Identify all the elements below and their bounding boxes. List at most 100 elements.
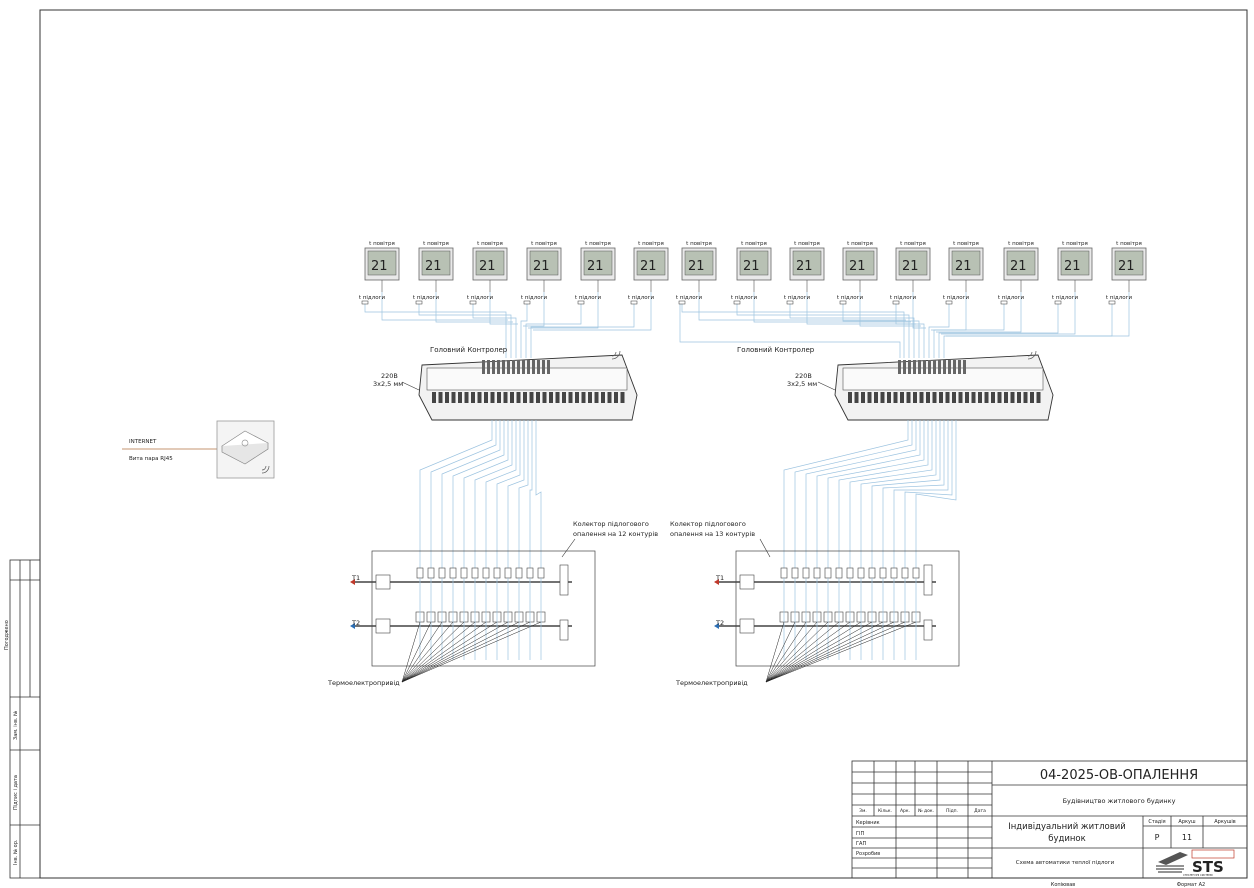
col-header-change: Зм. bbox=[859, 808, 867, 814]
controller-terminal-1-9 bbox=[490, 392, 495, 403]
gateway-device bbox=[216, 420, 275, 479]
floor-sensor-5 bbox=[577, 300, 585, 305]
actuator-leader-2-12 bbox=[765, 621, 906, 683]
floor-sensor-label-3: t підлоги bbox=[467, 295, 494, 301]
thermostat-screen-7 bbox=[684, 250, 714, 276]
manifold-wire-2-7 bbox=[849, 420, 933, 568]
controller-terminal-1-24 bbox=[588, 392, 592, 403]
manifold-wire-2-13 bbox=[915, 420, 957, 568]
controller-relay-2-3 bbox=[913, 360, 916, 374]
thermostat-screen-9 bbox=[792, 250, 822, 276]
valve-1-12 bbox=[537, 567, 545, 579]
actuator-1-label: Термоелектропривід bbox=[327, 679, 400, 687]
role-gip: ГІП bbox=[856, 831, 865, 837]
thermostat-display-2: 21 bbox=[425, 259, 442, 274]
controller-terminal-1-20 bbox=[562, 392, 566, 403]
stage-value: Р bbox=[1155, 833, 1160, 842]
actuator-leader-2-9 bbox=[765, 621, 873, 683]
manifold-wire-1-6 bbox=[474, 420, 513, 568]
manifold-wire-2-1 bbox=[783, 420, 909, 568]
actuator-leader-1-7 bbox=[401, 621, 487, 683]
valve-2-3 bbox=[802, 567, 810, 579]
controller-terminal-1-3 bbox=[451, 392, 456, 403]
controller-relay-1-4 bbox=[502, 360, 505, 374]
air-wire-11 bbox=[912, 292, 926, 329]
controller-terminal-1-13 bbox=[516, 392, 521, 403]
floor-sensor-8 bbox=[733, 300, 741, 305]
controller-relay-1-10 bbox=[532, 360, 535, 374]
manifold-wire-1-7 bbox=[485, 420, 517, 568]
sensor-wire-14 bbox=[938, 304, 1059, 358]
controller-power-leader-2 bbox=[817, 381, 836, 391]
manifold-wire-1-2 bbox=[430, 420, 497, 568]
controller-terminal-2-28 bbox=[1030, 392, 1034, 403]
valve-1-6 bbox=[471, 567, 479, 579]
inv-orig-label: Інв. № ор. bbox=[13, 839, 19, 865]
thermostat-display-8: 21 bbox=[743, 259, 760, 274]
sensor-wire-11 bbox=[895, 304, 925, 358]
thermostat-display-11: 21 bbox=[902, 259, 919, 274]
thermostat-screen-2 bbox=[421, 250, 451, 276]
controller-terminal-1-11 bbox=[503, 392, 508, 403]
floor-sensor-label-1: t підлоги bbox=[359, 295, 386, 301]
controller-relay-1-13 bbox=[547, 360, 550, 374]
air-sensor-label-11: t повітря bbox=[900, 241, 926, 247]
actuator-leader-1-4 bbox=[401, 621, 454, 683]
controller-relay-1-3 bbox=[497, 360, 500, 374]
air-wire-5 bbox=[528, 292, 599, 329]
valve-2-6 bbox=[835, 567, 843, 579]
floor-sensor-label-15: t підлоги bbox=[1106, 295, 1133, 301]
controller-terminal-2-7 bbox=[893, 392, 898, 403]
thermostat-screen-3 bbox=[475, 250, 505, 276]
floor-sensor-label-10: t підлоги bbox=[837, 295, 864, 301]
controller-terminal-1-16 bbox=[536, 392, 540, 403]
valve-2-5 bbox=[824, 567, 832, 579]
controller-1 bbox=[401, 350, 638, 421]
controller-terminal-1-2 bbox=[445, 392, 449, 403]
controller-terminal-1-7 bbox=[477, 392, 482, 403]
floor-sensor-row: t підлоги t підлоги t підлоги t підлоги t пі… bbox=[359, 295, 1133, 305]
air-wire-2 bbox=[435, 292, 513, 323]
air-sensor-label-1: t повітря bbox=[369, 241, 395, 247]
controller-terminal-1-8 bbox=[484, 392, 488, 403]
floor-sensor-6 bbox=[630, 300, 638, 305]
manifold-wire-1-1 bbox=[419, 420, 493, 568]
sensor-wire-4 bbox=[520, 304, 528, 358]
floor-sensor-label-2: t підлоги bbox=[413, 295, 440, 301]
controller-relay-1-0 bbox=[482, 360, 485, 374]
internet-label: INTERNET bbox=[129, 439, 157, 445]
thermostat-screen-6 bbox=[636, 250, 666, 276]
floor-sensor-15 bbox=[1108, 300, 1116, 305]
return-arrow-1 bbox=[350, 623, 355, 629]
valve-1-7 bbox=[482, 567, 490, 579]
return-label-1: Т2 bbox=[351, 619, 360, 627]
controller-relay-1-9 bbox=[527, 360, 530, 374]
air-wire-3 bbox=[489, 292, 518, 325]
air-sensor-label-3: t повітря bbox=[477, 241, 503, 247]
object-line1: Індивідуальний житловий bbox=[1008, 822, 1126, 832]
company-logo: STS СТРАТЕГІЧНІ СИСТЕМИ bbox=[1156, 849, 1235, 877]
actuator-leader-2-8 bbox=[765, 621, 862, 683]
actuator-leader-2-7 bbox=[765, 621, 851, 683]
thermostat-screen-12 bbox=[951, 250, 981, 276]
air-sensor-label-8: t повітря bbox=[741, 241, 767, 247]
sensor-wire-2 bbox=[418, 304, 512, 358]
controller-terminal-2-16 bbox=[952, 392, 956, 403]
air-wire-9 bbox=[806, 292, 916, 325]
controller-terminal-1-5 bbox=[464, 392, 469, 403]
return-valve-2 bbox=[739, 618, 755, 634]
thermostat-display-15: 21 bbox=[1118, 259, 1135, 274]
sensor-wire-15 bbox=[943, 304, 1113, 358]
air-wire-13 bbox=[936, 292, 1022, 333]
air-sensor-label-4: t повітря bbox=[531, 241, 557, 247]
floor-sensor-1 bbox=[361, 300, 369, 305]
air-sensor-label-2: t повітря bbox=[423, 241, 449, 247]
actuator-leader-1-2 bbox=[401, 621, 432, 683]
actuator-leader-2-4 bbox=[765, 621, 818, 683]
controller-terminal-1-4 bbox=[458, 392, 462, 403]
valve-2-7 bbox=[846, 567, 854, 579]
sensor-wire-6 bbox=[530, 304, 635, 358]
actuator-leader-1-9 bbox=[401, 621, 509, 683]
controller-relay-2-11 bbox=[953, 360, 956, 374]
controller-terminal-2-9 bbox=[906, 392, 911, 403]
